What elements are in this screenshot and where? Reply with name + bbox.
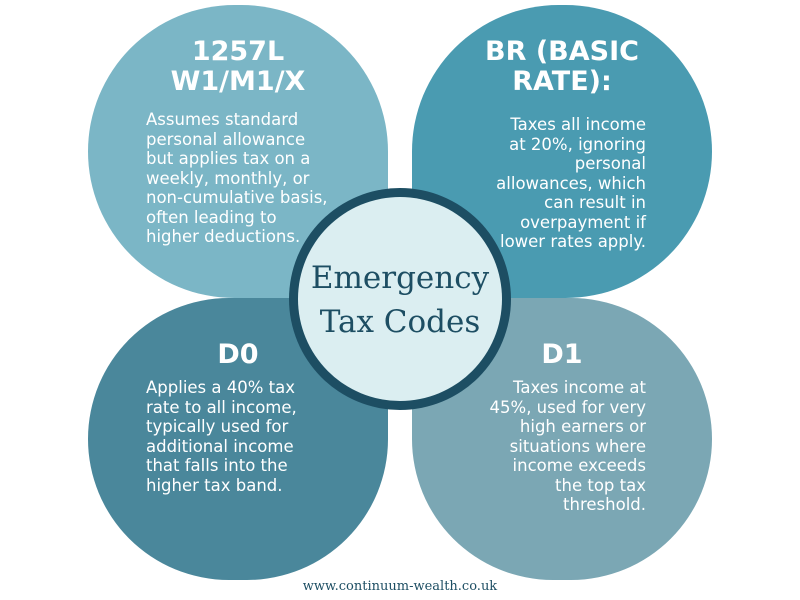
description-line: but applies tax on a: [146, 149, 311, 168]
description-line: rate to all income,: [146, 397, 297, 417]
quadrant-description: Applies a 40% tax rate to all income, ty…: [146, 378, 336, 495]
description-line: personal: [574, 154, 646, 173]
description-line: overpayment if: [520, 212, 646, 232]
quadrant-title: BR (BASIC RATE):: [412, 37, 712, 97]
description-line: often leading to: [146, 207, 277, 227]
description-line: situations where: [509, 436, 646, 456]
center-title-line: Emergency: [310, 260, 490, 296]
description-line: Taxes income at: [513, 378, 646, 397]
description-line: at 20%, ignoring: [509, 134, 646, 154]
title-line: RATE):: [512, 66, 612, 97]
title-line: D1: [541, 339, 583, 370]
center-title-line: Tax Codes: [319, 304, 481, 340]
center-title: Emergency Tax Codes: [298, 256, 502, 344]
description-line: lower rates apply.: [499, 232, 646, 251]
description-line: high earners or: [519, 417, 646, 436]
description-line: Applies a 40% tax: [146, 378, 296, 397]
description-line: can result in: [544, 193, 646, 212]
description-line: additional income: [146, 436, 294, 456]
title-line: W1/M1/X: [170, 66, 306, 97]
quadrant-title: D1: [412, 340, 712, 370]
description-line: income exceeds: [512, 456, 646, 475]
description-line: higher deductions.: [146, 227, 301, 246]
description-line: that falls into the: [146, 456, 288, 475]
description-line: allowances, which: [496, 173, 646, 193]
description-line: non-cumulative basis,: [146, 188, 328, 207]
description-line: 45%, used for very: [489, 397, 646, 417]
title-line: BR (BASIC: [485, 36, 639, 67]
title-line: 1257L: [191, 36, 285, 67]
description-line: threshold.: [563, 495, 646, 514]
description-line: weekly, monthly, or: [146, 168, 310, 188]
title-line: D0: [217, 339, 259, 370]
footer-url: www.continuum-wealth.co.uk: [302, 579, 498, 594]
center-circle-inner: Emergency Tax Codes: [298, 197, 502, 401]
center-circle: Emergency Tax Codes: [289, 188, 511, 410]
description-line: higher tax band.: [146, 475, 283, 495]
quadrant-title: 1257L W1/M1/X: [88, 37, 388, 97]
quadrant-1257l: 1257L W1/M1/X Assumes standard personal …: [88, 5, 388, 298]
description-line: the top tax: [555, 475, 646, 495]
quadrant-title: D0: [88, 340, 388, 370]
description-line: Taxes all income: [510, 115, 646, 134]
description-line: personal allowance: [146, 129, 306, 149]
quadrant-description: Taxes all income at 20%, ignoring person…: [442, 115, 646, 252]
quadrant-description: Assumes standard personal allowance but …: [146, 110, 360, 247]
description-line: typically used for: [146, 417, 289, 436]
quadrant-description: Taxes income at 45%, used for very high …: [460, 378, 646, 515]
description-line: Assumes standard: [146, 110, 299, 129]
